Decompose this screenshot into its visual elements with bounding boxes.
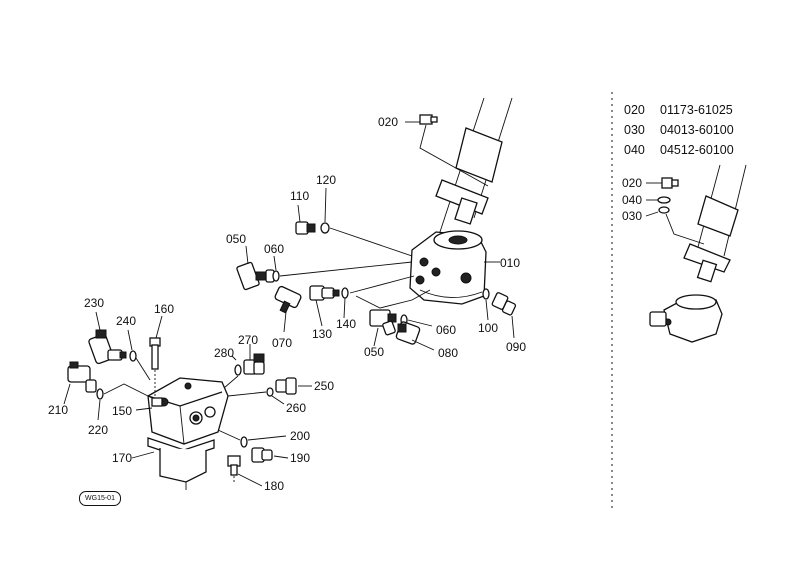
inset-column (683, 164, 747, 283)
inset-washer-030 (658, 206, 670, 214)
callout-c090: 090 (506, 340, 526, 354)
fitting-250 (275, 377, 297, 395)
fitting-090 (491, 292, 517, 316)
callout-c220: 220 (88, 423, 108, 437)
callout-c020a: 020 (378, 115, 398, 129)
drawing-code-stamp: WG15-01 (79, 491, 121, 506)
elbow-210 (67, 361, 97, 393)
callout-c230: 230 (84, 296, 104, 310)
oring-140 (341, 287, 349, 299)
elbow-080 (395, 321, 421, 345)
callout-c080: 080 (438, 346, 458, 360)
inset-steering-unit (649, 294, 723, 343)
legend-item-no: 040 (624, 143, 645, 157)
inset-washer-040 (657, 196, 671, 204)
inset-bolt-020 (661, 177, 679, 189)
callout-c020b: 020 (622, 176, 642, 190)
oring-240 (129, 350, 137, 362)
elbow-230 (88, 329, 127, 365)
legend-item-no: 020 (624, 103, 645, 117)
elbow-050a (236, 261, 275, 291)
callout-c140: 140 (336, 317, 356, 331)
valve-block (147, 377, 229, 445)
callout-c130: 130 (312, 327, 332, 341)
legend-row: 040 04512-60100 (624, 140, 734, 160)
callout-c280: 280 (214, 346, 234, 360)
callout-c160: 160 (154, 302, 174, 316)
callout-c040: 040 (622, 193, 642, 207)
callout-c170: 170 (112, 451, 132, 465)
oring-060a (272, 270, 280, 282)
callout-c200: 200 (290, 429, 310, 443)
bolt-160 (149, 337, 161, 370)
callout-c190: 190 (290, 451, 310, 465)
steering-unit (409, 230, 487, 305)
callout-c010: 010 (500, 256, 520, 270)
legend-row: 020 01173-61025 (624, 100, 734, 120)
legend-part-number: 04512-60100 (660, 143, 734, 157)
legend-part-number: 01173-61025 (660, 103, 733, 117)
oring-280 (234, 364, 242, 376)
callout-c060a: 060 (264, 242, 284, 256)
bolt-020 (419, 114, 438, 125)
oring-120 (320, 222, 330, 234)
callout-c270: 270 (238, 333, 258, 347)
callout-c070: 070 (272, 336, 292, 350)
callout-c050b: 050 (364, 345, 384, 359)
callout-c030: 030 (622, 209, 642, 223)
oring-220 (96, 388, 104, 400)
parts-legend: 020 01173-61025 030 04013-60100 040 04512-6… (624, 100, 734, 160)
legend-part-number: 04013-60100 (660, 123, 734, 137)
callout-c210: 210 (48, 403, 68, 417)
callout-c150: 150 (112, 404, 132, 418)
elbow-050b (369, 309, 397, 336)
callout-labels: 020 010 110 120 050 060 070 130 140 050 060 080 100 0… (48, 115, 642, 493)
oring-260 (266, 387, 274, 397)
fitting-110 (295, 221, 316, 235)
callout-c240: 240 (116, 314, 136, 328)
callout-c180: 180 (264, 479, 284, 493)
legend-row: 030 04013-60100 (624, 120, 734, 140)
fitting-190 (251, 447, 273, 463)
legend-item-no: 030 (624, 123, 645, 137)
elbow-070 (274, 285, 302, 314)
oring-200 (240, 436, 248, 448)
callout-c100: 100 (478, 321, 498, 335)
callout-c120: 120 (316, 173, 336, 187)
callout-c050a: 050 (226, 232, 246, 246)
callout-c110: 110 (290, 189, 309, 203)
bolt-180 (227, 455, 241, 476)
bracket-170 (147, 437, 215, 483)
steering-column (435, 97, 513, 239)
fitting-270 (243, 353, 265, 375)
callout-c060b: 060 (436, 323, 456, 337)
callout-c260: 260 (286, 401, 306, 415)
fitting-130 (309, 285, 340, 301)
oring-100 (482, 288, 490, 300)
callout-c250: 250 (314, 379, 334, 393)
